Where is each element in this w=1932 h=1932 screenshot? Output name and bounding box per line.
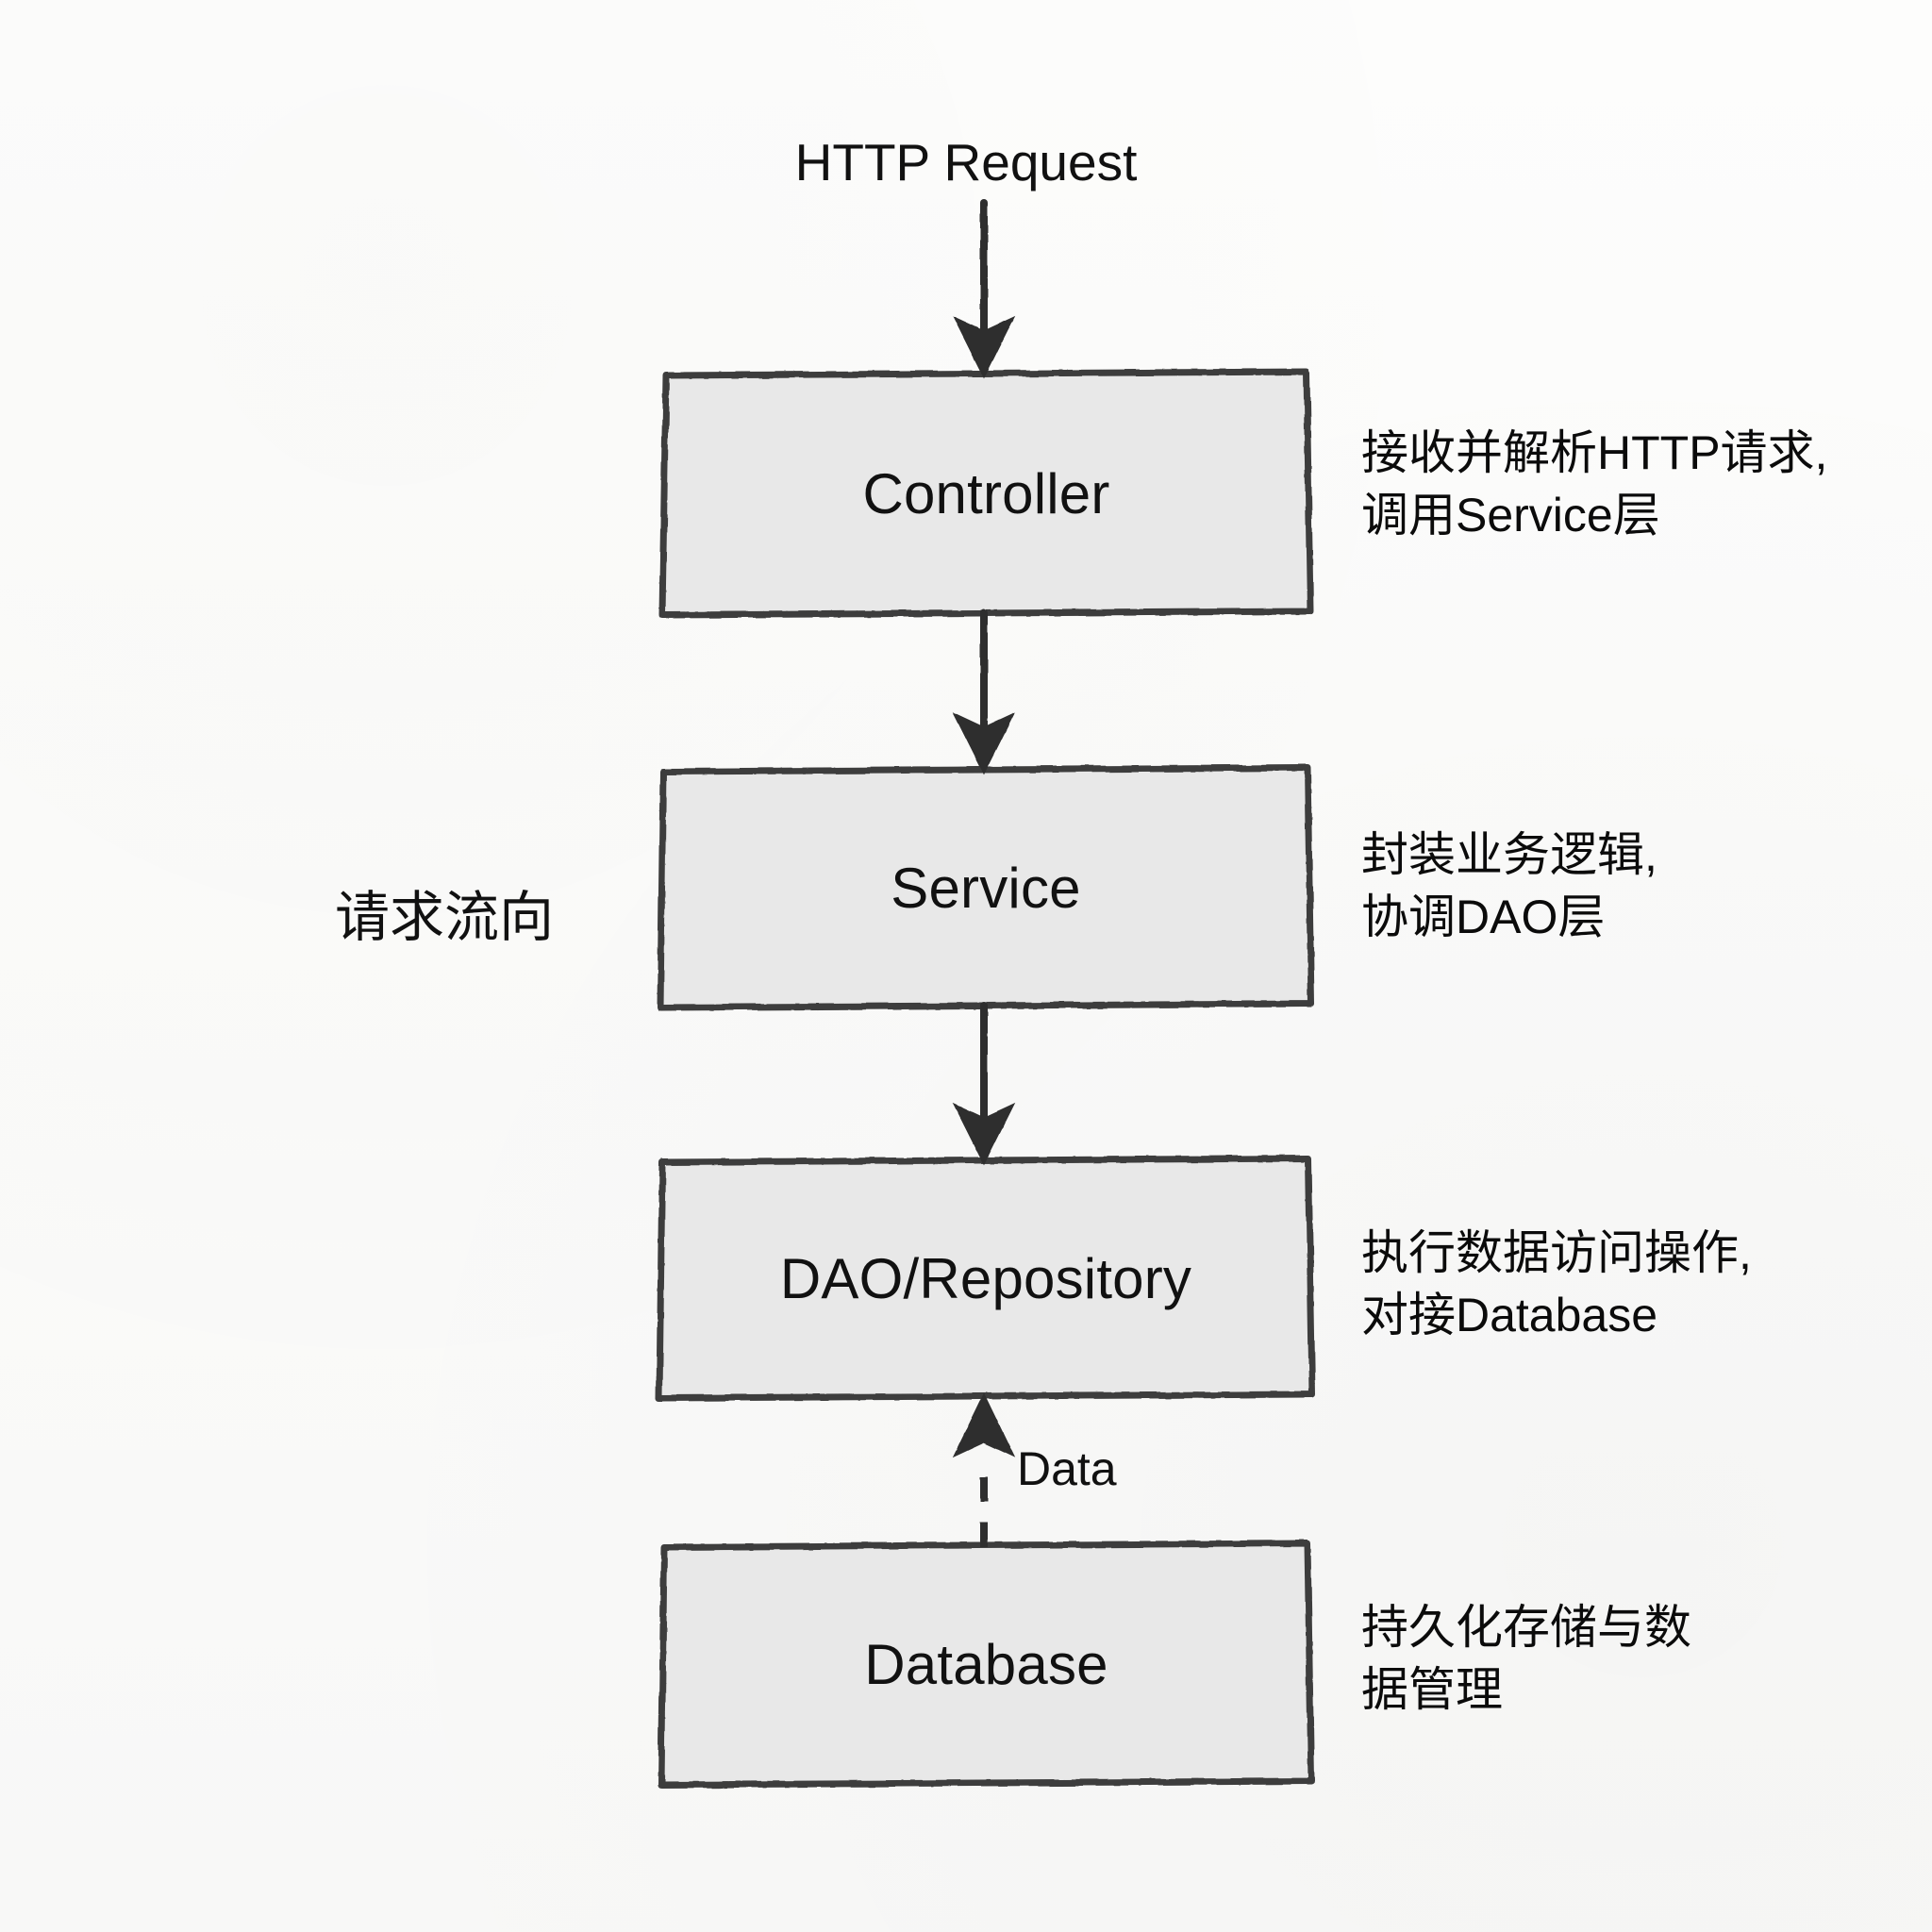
node-service[interactable]: Service: [660, 768, 1311, 1008]
node-shape-service: [657, 764, 1315, 1011]
node-label-dao-repository: DAO/Repository: [779, 1246, 1192, 1310]
node-shape-controller: [658, 368, 1314, 619]
edge-label-data: Data: [1017, 1442, 1117, 1495]
flow-direction-label: 请求流向: [335, 887, 555, 948]
node-controller[interactable]: Controller: [662, 372, 1310, 615]
node-label-controller: Controller: [862, 461, 1110, 525]
page-title: HTTP Request: [794, 133, 1138, 192]
annotation-dao-repository: 执行数据访问操作, 对接Database: [1361, 1226, 1752, 1341]
node-shape-database: [658, 1540, 1315, 1789]
arrow-request-to-controller: [952, 199, 1016, 379]
node-dao-repository[interactable]: DAO/Repository: [659, 1158, 1312, 1398]
node-shape-dao: [656, 1155, 1316, 1402]
arrow-database-to-dao: [952, 1392, 1016, 1547]
annotation-controller: 接收并解析HTTP请求, 调用Service层: [1361, 426, 1828, 541]
arrow-service-to-dao: [952, 1002, 1016, 1166]
arrow-controller-to-service: [952, 609, 1016, 775]
node-label-service: Service: [891, 856, 1081, 920]
node-database[interactable]: Database: [661, 1543, 1311, 1785]
annotation-database: 持久化存储与数 据管理: [1361, 1601, 1691, 1716]
node-label-database: Database: [864, 1632, 1108, 1696]
annotation-service: 封装业务逻辑, 协调DAO层: [1361, 828, 1657, 943]
